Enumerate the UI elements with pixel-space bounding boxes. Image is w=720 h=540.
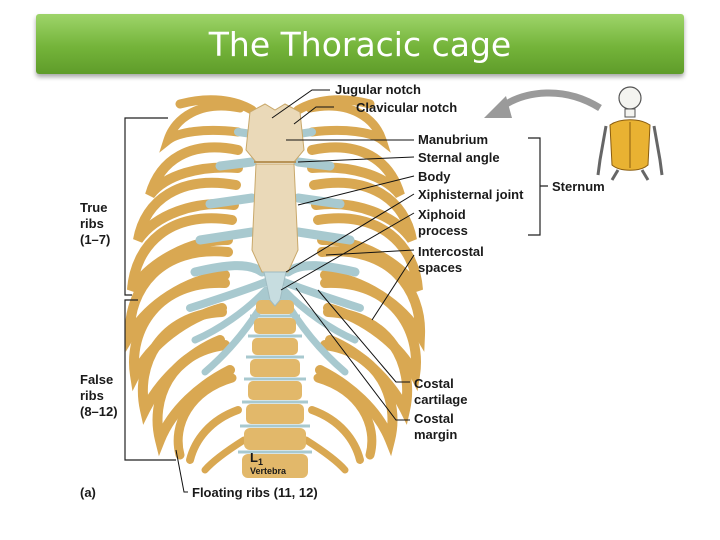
label-panel-a: (a) [80, 485, 96, 500]
label-body: Body [418, 169, 451, 184]
label-costal-margin: margin [414, 427, 457, 442]
sternum-bracket [528, 137, 548, 236]
label-vertebra: Vertebra [250, 466, 287, 476]
label-intercostal: Intercostal [418, 244, 484, 259]
label-true-ribs-range: (1–7) [80, 232, 110, 247]
label-true-ribs: ribs [80, 216, 104, 231]
sternum-bone [245, 103, 305, 307]
true-ribs-bracket [124, 117, 168, 296]
label-xiphoid: Xiphoid [418, 207, 466, 222]
label-xiphoid-process: process [418, 223, 468, 238]
skeleton-thumbnail [596, 86, 664, 181]
label-costal-cartilage: cartilage [414, 392, 467, 407]
label-intercostal-spaces: spaces [418, 260, 462, 275]
vertebral-column [238, 300, 312, 478]
label-vertebra-l: L [250, 450, 258, 465]
label-xiphisternal-joint: Xiphisternal joint [418, 187, 524, 202]
pointer-arrow [497, 89, 602, 111]
label-clavicular-notch: Clavicular notch [356, 100, 457, 115]
ribs-left [124, 101, 248, 474]
label-false-ribs-range: (8–12) [80, 404, 118, 419]
right-clavicle [293, 95, 375, 115]
arrow-head-icon [484, 96, 512, 118]
leader-lines [175, 89, 415, 493]
left-clavicle [175, 95, 257, 115]
label-false-ribs: ribs [80, 388, 104, 403]
label-costal-2: Costal [414, 411, 454, 426]
label-sternal-angle: Sternal angle [418, 150, 500, 165]
false-ribs-bracket [124, 299, 176, 461]
label-jugular-notch: Jugular notch [335, 82, 421, 97]
label-costal: Costal [414, 376, 454, 391]
label-sternum: Sternum [552, 179, 605, 194]
label-true: True [80, 200, 107, 215]
label-vertebra-sub: 1 [258, 457, 263, 467]
label-manubrium: Manubrium [418, 132, 488, 147]
label-floating-ribs: Floating ribs (11, 12) [192, 485, 318, 500]
slide-title: The Thoracic cage [36, 14, 684, 74]
label-false: False [80, 372, 113, 387]
